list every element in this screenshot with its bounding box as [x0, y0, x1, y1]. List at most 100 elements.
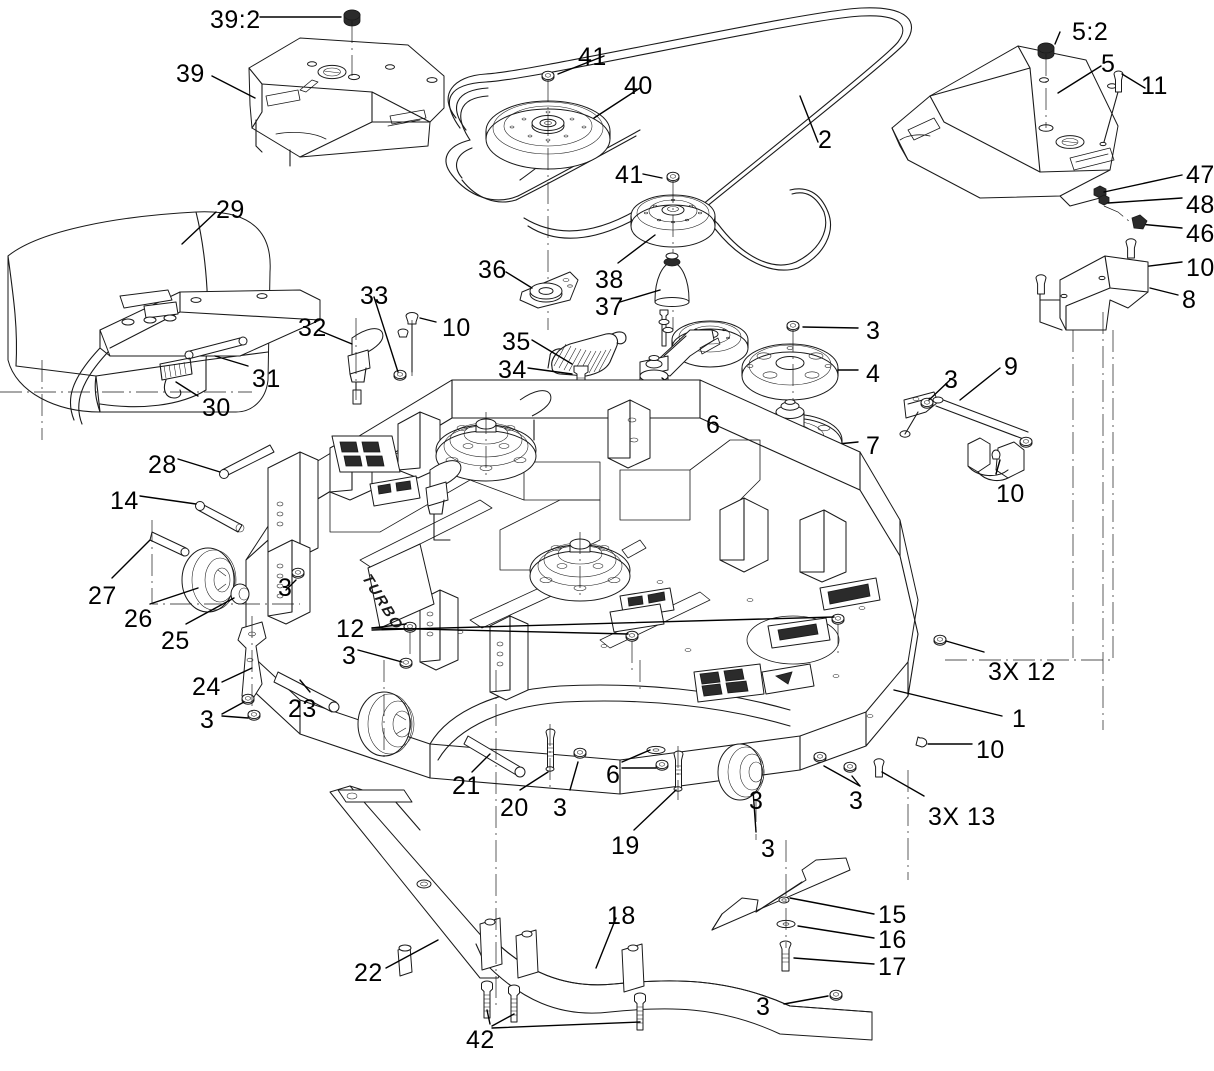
part-31-rod [184, 336, 248, 360]
leader-23 [299, 679, 311, 693]
callout-14: 14 [110, 487, 139, 515]
callout-19: 19 [611, 832, 640, 860]
leader-3d [569, 761, 579, 791]
leader-41b [642, 173, 663, 179]
part-40-pulley [485, 70, 611, 330]
leader-25 [185, 597, 235, 625]
callout-3: 3 [553, 794, 568, 822]
part-17-bolt [779, 940, 792, 972]
callout-28: 28 [148, 451, 177, 479]
part-10-rivet-front [915, 736, 928, 748]
part-19-bolt [673, 750, 684, 792]
part-8-bracket [1035, 238, 1149, 331]
part-21-rod [463, 735, 526, 778]
callout-3: 3 [200, 706, 215, 734]
leader-12c [371, 616, 835, 631]
callout-33: 33 [360, 282, 389, 310]
leader-1 [893, 689, 1003, 717]
callout-46: 46 [1186, 220, 1214, 248]
callout-31: 31 [252, 365, 281, 393]
leader-19 [633, 789, 677, 831]
leader-3-rod [928, 379, 951, 401]
leader-16 [797, 925, 875, 939]
callout-3x-12: 3X 12 [988, 658, 1056, 686]
part-37-spacer [654, 252, 690, 307]
callout-6: 6 [606, 761, 621, 789]
leader-2 [799, 95, 819, 143]
leader-3g [851, 775, 861, 787]
part-13-fastener [873, 758, 885, 778]
leader-11 [1121, 73, 1146, 89]
callout-20: 20 [500, 794, 529, 822]
part-23-axle [273, 671, 340, 713]
callout-27: 27 [88, 582, 117, 610]
leader-28 [177, 458, 221, 473]
part-20-bolt [545, 728, 556, 772]
part-26-wheel-left [181, 547, 237, 613]
callout-39-2: 39:2 [210, 6, 261, 34]
deck-handle-a [425, 460, 462, 541]
deck-decal-rear [609, 603, 665, 633]
callout-9: 9 [1004, 353, 1019, 381]
callout-30: 30 [202, 394, 231, 422]
leader-42a [486, 1009, 491, 1025]
leader-17 [793, 957, 875, 965]
callout-15: 15 [878, 901, 907, 929]
leader-12a [371, 623, 407, 629]
wheel-front-right [717, 743, 765, 801]
part-12-fasteners [403, 613, 947, 672]
callout-18: 18 [607, 902, 636, 930]
callout-3: 3 [756, 993, 771, 1021]
part-14-bolt [195, 501, 245, 533]
leader-33 [373, 296, 399, 373]
leader-10-rod [995, 459, 1001, 475]
callout-41: 41 [578, 43, 607, 71]
callout-16: 16 [878, 926, 907, 954]
part-28-rod [219, 444, 275, 479]
part-46-clamp [1131, 214, 1148, 230]
leader-3f [823, 765, 861, 787]
callout-41: 41 [615, 161, 644, 189]
deck-decal-warning-2 [369, 475, 421, 507]
callout-5: 5 [1101, 50, 1116, 78]
leader-3b2 [221, 715, 249, 719]
leader-3a [285, 579, 297, 591]
part-10-bolt-top [397, 312, 419, 373]
leader-18 [595, 917, 617, 969]
leader-38 [617, 234, 656, 264]
callout-10: 10 [1186, 254, 1214, 282]
callout-25: 25 [161, 627, 190, 655]
leader-5 [1057, 65, 1102, 94]
deck-decal-warning-4 [693, 663, 765, 703]
leader-22 [385, 939, 439, 969]
leader-14 [139, 495, 197, 505]
leader-9 [959, 367, 1001, 401]
part-9-rod [899, 391, 1033, 482]
leader-35 [531, 339, 573, 365]
leader-6a [621, 749, 651, 763]
part-32-handle [347, 328, 384, 405]
callout-3: 3 [866, 317, 881, 345]
leader-21 [471, 753, 491, 773]
deck-handle-b [519, 390, 552, 441]
callout-11: 11 [1141, 72, 1168, 100]
part-3-nut-c [573, 747, 587, 759]
leader-29 [181, 211, 217, 245]
callout-48: 48 [1186, 191, 1214, 219]
part-35-spring [547, 331, 627, 377]
leader-27 [111, 539, 151, 579]
leader-3h [783, 995, 829, 1005]
callout-22: 22 [354, 959, 383, 987]
deck-decal-discharge [767, 617, 831, 649]
leader-3-upper [802, 326, 859, 329]
deck-decal-arrow [761, 663, 815, 695]
deck-decal-warning-1 [331, 435, 401, 473]
leader-42c [491, 1021, 641, 1029]
part-22-brace [329, 785, 507, 979]
callout-21: 21 [452, 772, 481, 800]
callout-10: 10 [442, 314, 471, 342]
leader-42b [491, 1013, 515, 1027]
callout-42: 42 [466, 1026, 495, 1054]
